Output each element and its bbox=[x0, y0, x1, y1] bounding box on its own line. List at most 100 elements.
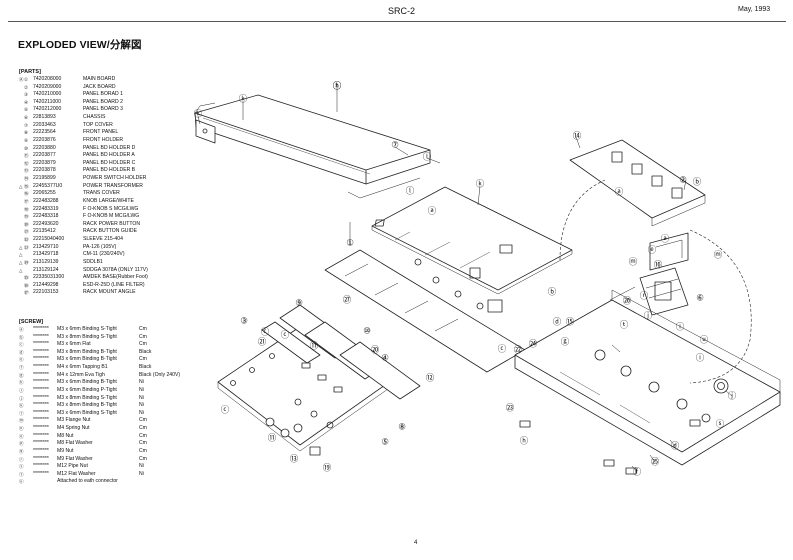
screw-description: M4 x 6mm Tapping B1 bbox=[57, 364, 108, 371]
part-description: SDDLB1 bbox=[83, 258, 103, 265]
screw-part-number: ******** bbox=[33, 326, 49, 332]
screw-finish: Cm bbox=[139, 326, 147, 332]
part-ref: ㉖ bbox=[24, 282, 29, 288]
screw-ref: ⓣ bbox=[19, 471, 24, 477]
part-description: PANEL BOARD 2 bbox=[83, 98, 123, 105]
screw-part-number: ******** bbox=[33, 402, 49, 409]
screw-finish: Cm bbox=[139, 447, 147, 454]
screw-ref: ⓜ bbox=[19, 418, 24, 424]
part-description: ESD-R-25D (LINE FILTER) bbox=[83, 281, 145, 288]
part-description: F O-KNOB S MCG/LWG bbox=[83, 205, 139, 212]
screw-ref: ⓒ bbox=[19, 342, 24, 348]
part-number: 22065255 bbox=[33, 190, 56, 197]
part-ref: ㉔ bbox=[24, 259, 29, 265]
rubber-feet bbox=[519, 419, 701, 475]
screw-description: M9 Flat Washer bbox=[57, 455, 93, 462]
callout-label: ⓕ bbox=[633, 468, 642, 478]
part-description: FRONT HOLDER bbox=[83, 136, 124, 143]
part-number: 22203878 bbox=[33, 167, 56, 174]
part-ref: ⑦ bbox=[24, 122, 29, 128]
screw-part-number: ******** bbox=[33, 440, 49, 447]
screw-part-number: ******** bbox=[33, 455, 49, 462]
callout-label: ⓑ bbox=[548, 288, 557, 298]
screw-part-number: ******** bbox=[33, 417, 49, 424]
part-ref: ⑮ bbox=[24, 183, 29, 189]
chassis bbox=[514, 286, 781, 466]
screw-part-number: ******** bbox=[33, 356, 49, 363]
part-number: 213429710 bbox=[33, 243, 59, 250]
part-number: 22203877 bbox=[33, 152, 56, 159]
callout-label: ⓑ bbox=[693, 178, 702, 188]
part-description: PANEL BD HOLDER C bbox=[83, 159, 136, 166]
screw-ref: ⓑ bbox=[19, 334, 24, 340]
part-description: CHASSIS bbox=[83, 114, 106, 121]
screw-part-number: ******** bbox=[33, 447, 49, 454]
part-description: SDDGA 3078A (ONLY 117V) bbox=[83, 266, 148, 273]
screw-ref: ⓔ bbox=[19, 357, 24, 363]
callout-label: ⓓ bbox=[553, 318, 562, 328]
callout-label: ⑪ bbox=[310, 342, 319, 352]
callout-label: ⑩ bbox=[363, 327, 371, 337]
callout-label: ⓤ bbox=[700, 336, 709, 346]
part-safety-mark: △ bbox=[19, 267, 23, 273]
screw-ref: ⓛ bbox=[19, 410, 24, 416]
callout-label: ⑪ bbox=[268, 434, 277, 444]
callout-label: ⓛ bbox=[333, 82, 342, 92]
leader-lines bbox=[197, 88, 733, 473]
screw-finish: Ni bbox=[139, 402, 144, 409]
jack-board bbox=[569, 139, 706, 227]
part-number: 7420208000 bbox=[33, 76, 62, 82]
screw-finish: Ni bbox=[139, 379, 144, 386]
page-title: EXPLODED VIEW/分解図 bbox=[18, 39, 142, 51]
screw-ref: ⓟ bbox=[19, 441, 24, 447]
callout-label: ⑬ bbox=[290, 455, 299, 465]
part-ref: ㉕ bbox=[24, 275, 29, 281]
screw-part-number: ******** bbox=[33, 394, 49, 401]
callout-label: ⓗ bbox=[333, 82, 342, 92]
callout-label: ⑧ bbox=[398, 423, 406, 433]
part-description: PANEL BD HOLDER B bbox=[83, 167, 136, 174]
part-description: POWER SWITCH HOLDER bbox=[83, 175, 147, 182]
screw-finish: Cm bbox=[139, 417, 147, 424]
part-ref: ⑧ bbox=[24, 130, 29, 136]
screw-finish: Cm bbox=[139, 440, 147, 447]
screw-part-number: ******** bbox=[33, 348, 49, 355]
screw-ref: ⓚ bbox=[19, 403, 24, 409]
screw-description: M3 x 6mm Flat bbox=[57, 341, 91, 348]
callout-label: ⓗ bbox=[520, 437, 529, 447]
callout-label: ⓚ bbox=[239, 95, 248, 105]
screw-part-number: ******** bbox=[33, 425, 49, 432]
part-description: RACK POWER BUTTON bbox=[83, 220, 141, 227]
callout-label: ⓜ bbox=[714, 251, 723, 261]
main-board bbox=[371, 186, 573, 313]
screw-finish: Ni bbox=[139, 409, 144, 416]
part-number: 213429718 bbox=[33, 251, 59, 258]
callout-label: ㉖ bbox=[623, 297, 632, 307]
part-description: TRANS COVER bbox=[83, 190, 120, 197]
callout-label: ⓡ bbox=[640, 292, 649, 302]
part-ref: ㉒ bbox=[24, 237, 29, 243]
screw-part-number: ******** bbox=[33, 470, 49, 477]
screw-ref: ⓗ bbox=[19, 380, 24, 386]
screw-ref: ⓡ bbox=[19, 456, 24, 462]
part-safety-mark: Ⓐ bbox=[19, 77, 24, 82]
screw-ref: ⓘ bbox=[19, 387, 24, 393]
screw-description: M8 Nut bbox=[57, 432, 74, 439]
panel-boards bbox=[261, 304, 421, 400]
part-ref: ③ bbox=[24, 92, 29, 98]
part-description: RACK MOUNT ANGLE bbox=[83, 289, 136, 296]
part-description: PANEL BD HOLDER D bbox=[83, 144, 136, 151]
screw-finish: Ni bbox=[139, 386, 144, 393]
part-description: SLEEVE 215-404 bbox=[83, 236, 123, 243]
callout-label: ⑫ bbox=[426, 374, 435, 384]
callout-label: ⓘ bbox=[676, 323, 685, 333]
screw-description: M12 Pipe Nut bbox=[57, 463, 88, 470]
callout-label: ⓙ bbox=[644, 312, 653, 322]
screw-description: M3 x 8mm Binding B-Tight bbox=[57, 402, 117, 409]
callout-label: ⑭ bbox=[573, 132, 582, 142]
screw-part-number: ******** bbox=[33, 432, 49, 439]
screw-finish: Ni bbox=[139, 470, 144, 477]
screw-ref: ⓐ bbox=[19, 327, 24, 332]
part-number: 22813893 bbox=[33, 114, 56, 121]
